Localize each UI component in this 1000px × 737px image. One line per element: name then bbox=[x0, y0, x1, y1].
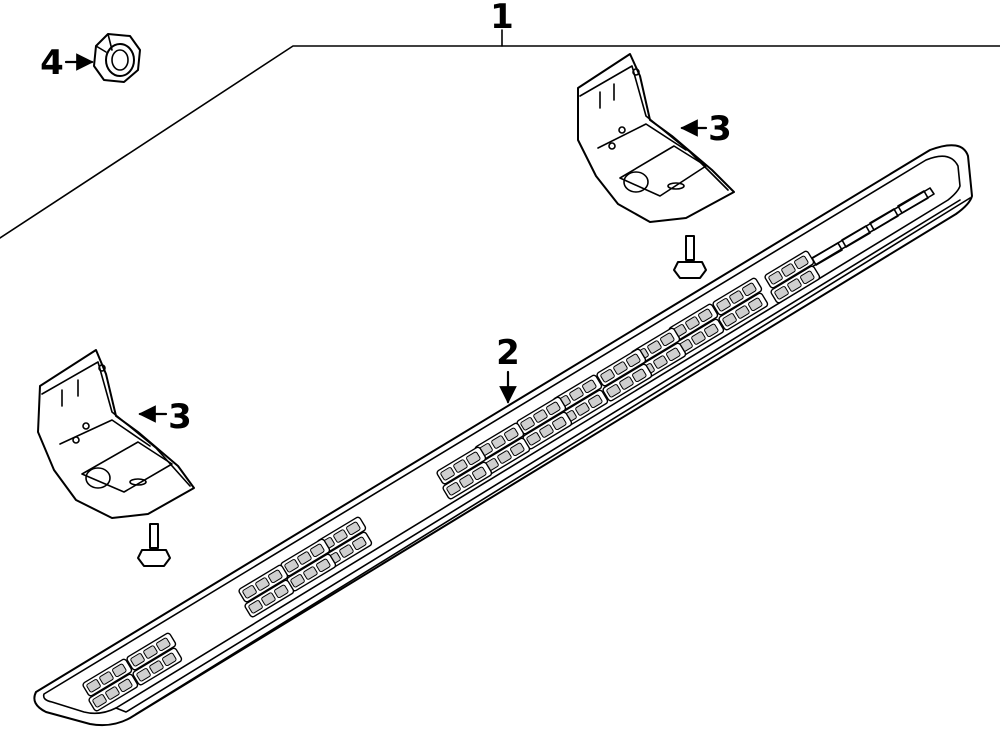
nut-part: 4 bbox=[40, 33, 141, 83]
assembly-boundary bbox=[0, 29, 1000, 239]
bracket-rear-part: 3 bbox=[577, 53, 735, 279]
bracket-front-part: 3 bbox=[37, 349, 195, 567]
step-board-part: 2 bbox=[33, 144, 973, 727]
bolt-front bbox=[137, 523, 171, 567]
callout-bracket-rear: 3 bbox=[708, 109, 732, 149]
callout-nut: 4 bbox=[40, 43, 64, 83]
bolt-rear bbox=[673, 235, 707, 279]
callout-bracket-front: 3 bbox=[168, 397, 192, 437]
callout-assembly: 1 bbox=[490, 0, 514, 37]
callout-step-board: 2 bbox=[496, 333, 520, 373]
